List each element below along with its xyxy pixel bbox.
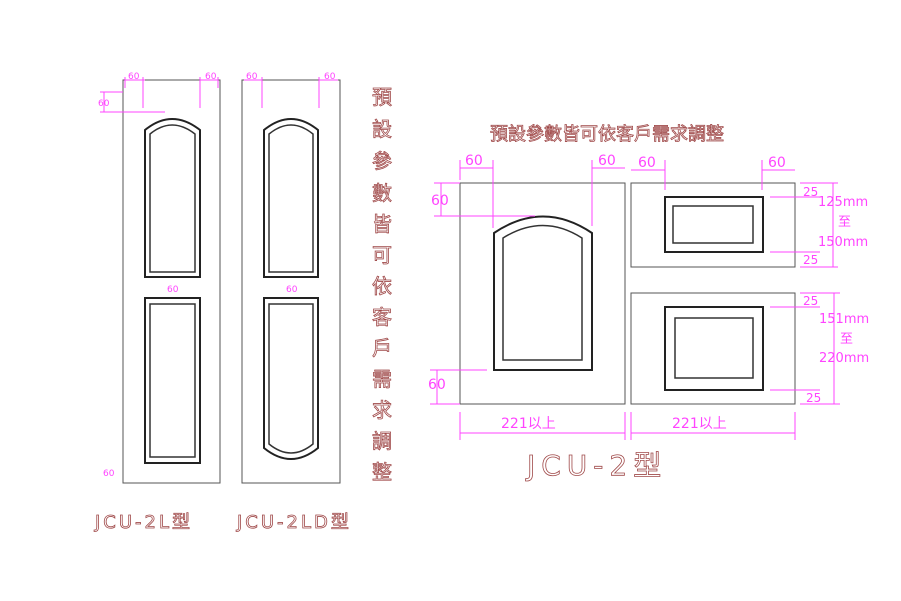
label-text: 60 bbox=[431, 193, 449, 209]
label-text: 可 bbox=[372, 243, 392, 267]
label-text: 60 bbox=[98, 99, 110, 109]
label-text: 至 bbox=[840, 332, 853, 347]
label-text: 整 bbox=[372, 460, 392, 484]
label-text: 數 bbox=[372, 181, 392, 205]
vertical-note: 預 設 參 數 皆 可 依 客 戶 需 求 調 整 bbox=[372, 85, 393, 485]
label-text: 60 bbox=[768, 155, 786, 171]
label-text: 60 bbox=[286, 285, 298, 295]
label-jcu-2l: JCU-2L型 bbox=[94, 512, 193, 533]
label-text: 220mm bbox=[819, 351, 869, 366]
label-text: 求 bbox=[372, 398, 392, 422]
label-text: 調 bbox=[372, 429, 392, 453]
label-text: 60 bbox=[638, 155, 656, 171]
label-text: 25 bbox=[803, 294, 818, 308]
label-jcu-2ld: JCU-2LD型 bbox=[236, 512, 352, 533]
label-text: 60 bbox=[128, 72, 140, 82]
label-text: 客 bbox=[372, 305, 392, 329]
label-text: 25 bbox=[803, 253, 818, 267]
label-text: 150mm bbox=[818, 235, 868, 250]
label-text: 60 bbox=[103, 469, 115, 479]
label-text: 125mm bbox=[818, 195, 868, 210]
label-text: 60 bbox=[246, 72, 258, 82]
label-text: 60 bbox=[205, 72, 217, 82]
label-text: 戶 bbox=[372, 336, 392, 360]
label-jcu-2: JCU-2型 bbox=[525, 449, 667, 482]
label-text: 25 bbox=[806, 391, 821, 405]
cabinet-jcu-2 bbox=[459, 182, 796, 405]
label-text: 參 bbox=[372, 149, 392, 173]
label-text: 至 bbox=[838, 215, 851, 230]
label-text: 60 bbox=[167, 285, 179, 295]
right-dimensions: 60 60 60 60 60 60 221以上 221以上 25 25 25 2… bbox=[428, 153, 869, 440]
label-text: 221以上 bbox=[501, 416, 556, 432]
note-horizontal: 預設參數皆可依客戶需求調整 bbox=[490, 124, 724, 145]
label-text: 151mm bbox=[819, 312, 869, 327]
label-text: 設 bbox=[372, 117, 392, 141]
door-jcu-2ld bbox=[241, 79, 341, 484]
label-text: 60 bbox=[465, 153, 483, 169]
door-jcu-2l bbox=[122, 79, 221, 484]
label-text: 預 bbox=[372, 85, 392, 109]
label-text: 25 bbox=[803, 185, 818, 199]
label-text: 60 bbox=[324, 72, 336, 82]
label-text: 皆 bbox=[372, 212, 392, 236]
label-text: 60 bbox=[428, 377, 446, 393]
label-text: 依 bbox=[372, 274, 392, 298]
label-text: 221以上 bbox=[672, 416, 727, 432]
label-text: 60 bbox=[598, 153, 616, 169]
label-text: 需 bbox=[372, 367, 392, 391]
left-dimensions: 60 60 60 60 60 60 60 60 bbox=[98, 72, 338, 479]
